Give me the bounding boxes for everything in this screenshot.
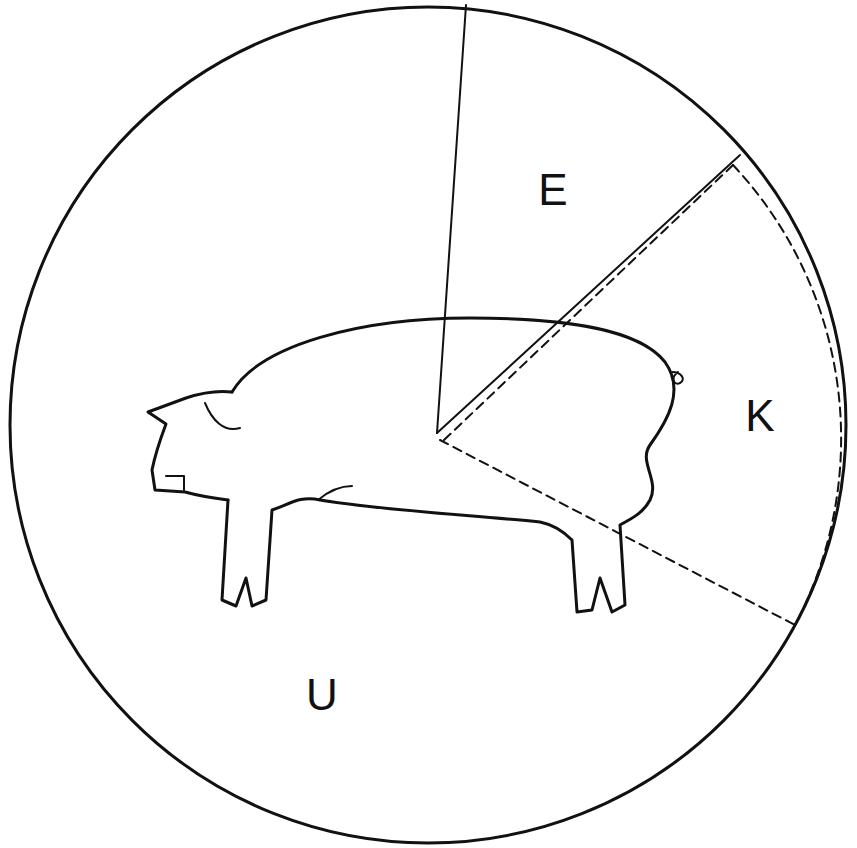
pig-head bbox=[148, 391, 232, 500]
sector-letter: E bbox=[538, 168, 567, 212]
dashed-sector-arc bbox=[733, 165, 841, 625]
dashed-sector-edge bbox=[440, 440, 795, 625]
pig-tail bbox=[672, 372, 683, 384]
sector-line bbox=[437, 155, 740, 433]
dashed-sector-edge bbox=[444, 165, 733, 440]
pig-snout bbox=[166, 476, 184, 490]
pig-belly bbox=[318, 486, 352, 500]
outer-circle bbox=[10, 7, 846, 843]
sector-letter: K bbox=[745, 394, 774, 438]
sector-letter: U bbox=[306, 673, 338, 717]
pig-ear bbox=[205, 403, 240, 429]
sector-line bbox=[437, 5, 466, 433]
pig-drawing bbox=[148, 318, 683, 612]
pig-body bbox=[222, 318, 674, 612]
